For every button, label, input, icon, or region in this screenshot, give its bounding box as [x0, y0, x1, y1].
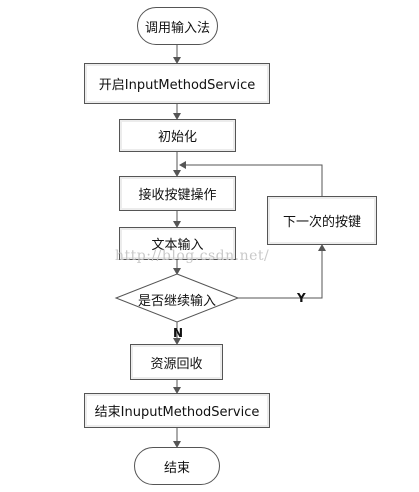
next-key-box: 下一次的按键 — [267, 196, 377, 245]
end-node: 结束 — [134, 447, 220, 485]
watermark-text: http://blog.csdn.net/ — [115, 248, 270, 264]
recycle-box: 资源回收 — [130, 344, 223, 380]
decision-diamond — [114, 273, 240, 323]
yes-label: Y — [297, 291, 306, 305]
open-service-box: 开启InputMethodService — [84, 63, 270, 104]
continue-question-label: 是否继续输入 — [137, 294, 216, 309]
start-node: 调用输入法 — [137, 7, 218, 45]
receive-key-box: 接收按键操作 — [119, 176, 236, 211]
init-box: 初始化 — [119, 119, 236, 152]
end-service-box: 结束InuputMethodService — [84, 393, 270, 428]
edge-decision-nextkey — [238, 244, 326, 299]
edge-nextkey-receive — [179, 161, 323, 196]
text-input-box: 文本输入 — [119, 227, 236, 260]
no-label: N — [173, 326, 184, 340]
